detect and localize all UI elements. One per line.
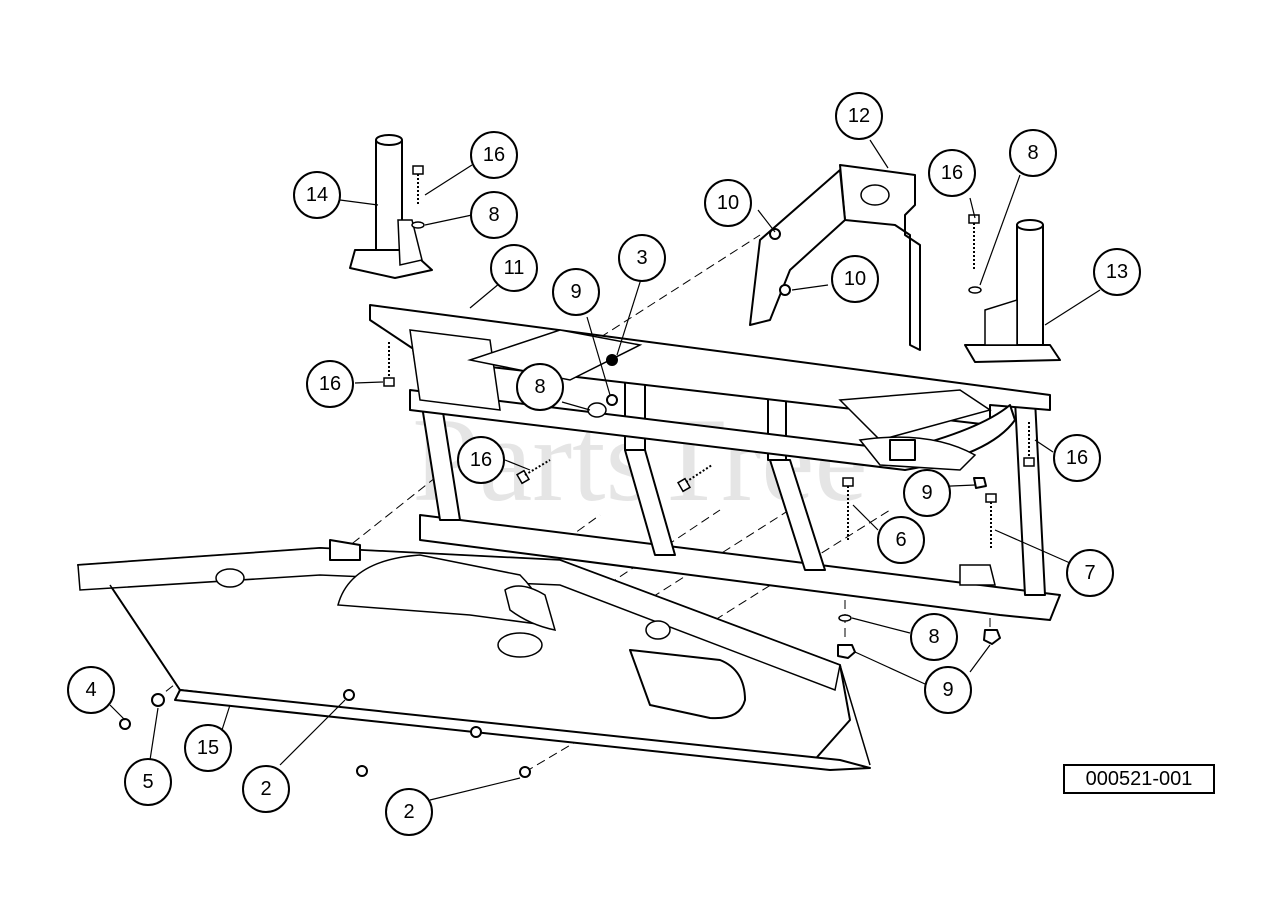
bolts-part-16 <box>383 165 1035 550</box>
svg-text:9: 9 <box>570 281 581 303</box>
svg-text:8: 8 <box>1027 142 1038 164</box>
svg-text:16: 16 <box>470 449 492 471</box>
svg-text:8: 8 <box>928 626 939 648</box>
callout-5: 5 <box>124 758 172 806</box>
callout-16-right: 16 <box>1053 434 1101 482</box>
svg-text:8: 8 <box>534 376 545 398</box>
callout-14: 14 <box>293 171 341 219</box>
callout-labels: 14 16 8 11 12 10 10 16 8 3 9 8 13 16 16 … <box>67 92 1141 836</box>
callout-6: 6 <box>877 516 925 564</box>
svg-text:8: 8 <box>488 204 499 226</box>
callout-8-mid: 8 <box>516 363 564 411</box>
fasteners <box>119 221 1001 778</box>
svg-text:9: 9 <box>942 679 953 701</box>
svg-text:13: 13 <box>1106 261 1128 283</box>
svg-text:2: 2 <box>260 778 271 800</box>
svg-text:10: 10 <box>717 192 739 214</box>
drawing-id-label: 000521-001 <box>1063 764 1215 794</box>
svg-text:10: 10 <box>844 268 866 290</box>
callout-8-bottom: 8 <box>910 613 958 661</box>
callout-10-lower: 10 <box>831 255 879 303</box>
callout-8-top-right: 8 <box>1009 129 1057 177</box>
svg-text:16: 16 <box>319 373 341 395</box>
callout-3: 3 <box>618 234 666 282</box>
callout-11: 11 <box>490 244 538 292</box>
svg-text:14: 14 <box>306 184 328 206</box>
callout-9-right: 9 <box>903 469 951 517</box>
callout-10-upper: 10 <box>704 179 752 227</box>
svg-text:12: 12 <box>848 105 870 127</box>
svg-text:3: 3 <box>636 247 647 269</box>
bracket-part-12 <box>749 164 921 351</box>
leader-lines <box>109 139 1101 801</box>
callout-9-bottom: 9 <box>924 666 972 714</box>
svg-text:7: 7 <box>1084 562 1095 584</box>
svg-text:15: 15 <box>197 737 219 759</box>
main-frame-part-11 <box>369 304 1051 471</box>
seat-post-left-part-14 <box>349 134 433 279</box>
svg-text:2: 2 <box>403 801 414 823</box>
svg-text:4: 4 <box>85 679 96 701</box>
callout-4: 4 <box>67 666 115 714</box>
callout-16-center: 16 <box>457 436 505 484</box>
svg-text:16: 16 <box>1066 447 1088 469</box>
front-panel-part-15 <box>77 539 871 771</box>
callout-13: 13 <box>1093 248 1141 296</box>
callout-9-mid: 9 <box>552 268 600 316</box>
callout-2-right: 2 <box>385 788 433 836</box>
svg-text:16: 16 <box>941 162 963 184</box>
callout-15: 15 <box>184 724 232 772</box>
svg-text:5: 5 <box>142 771 153 793</box>
svg-text:16: 16 <box>483 144 505 166</box>
callout-12: 12 <box>835 92 883 140</box>
callout-16-left: 16 <box>306 360 354 408</box>
callout-2-left: 2 <box>242 765 290 813</box>
svg-text:11: 11 <box>504 257 525 279</box>
svg-text:6: 6 <box>895 529 906 551</box>
seat-post-right-part-13 <box>964 219 1061 363</box>
callout-16-top-left: 16 <box>470 131 518 179</box>
callout-7: 7 <box>1066 549 1114 597</box>
callout-16-top-right: 16 <box>928 149 976 197</box>
callout-8-top-left: 8 <box>470 191 518 239</box>
svg-text:9: 9 <box>921 482 932 504</box>
